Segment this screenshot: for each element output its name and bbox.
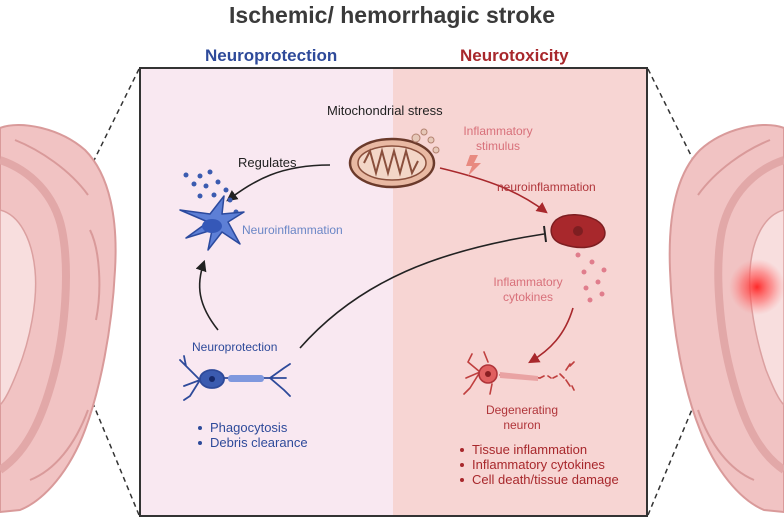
diagram-title: Ischemic/ hemorrhagic stroke <box>229 2 555 28</box>
lightning-icon <box>466 155 481 176</box>
label-neuroprotection: Neuroprotection <box>192 340 278 354</box>
label-neuroinflammation-right: neuroinflammation <box>497 180 596 194</box>
label-inflammatory-cytokines: Inflammatory cytokines <box>493 275 563 304</box>
cytokines-to-neuron-arrow <box>528 307 574 364</box>
microglia-activated-icon <box>179 169 245 251</box>
header-neurotoxicity: Neurotoxicity <box>460 46 569 65</box>
inhibition-line <box>299 233 545 349</box>
neuroinflammation-arrow <box>439 167 548 214</box>
brain-right-icon <box>668 124 784 514</box>
brain-left-icon <box>0 124 117 514</box>
label-mitochondrial-stress: Mitochondrial stress <box>327 103 443 118</box>
lesion-icon <box>729 259 784 315</box>
protection-to-microglia-arrow <box>195 259 219 331</box>
header-neuroprotection: Neuroprotection <box>205 46 338 65</box>
neuron-healthy-icon <box>179 355 291 401</box>
cytokine-dots <box>575 252 607 303</box>
label-neuroinflammation-left: Neuroinflammation <box>242 223 343 237</box>
zoom-dashed-lines <box>39 68 749 516</box>
neuron-degenerating-icon <box>463 351 575 395</box>
label-inflammatory-stimulus: Inflammatory stimulus <box>463 124 533 153</box>
neuroprotection-functions-list: Phagocytosis Debris clearance <box>196 420 308 450</box>
label-regulates: Regulates <box>238 155 297 170</box>
inhibition-bar <box>543 225 547 243</box>
label-degenerating-neuron: Degenerating neuron <box>485 403 559 432</box>
regulates-arrow <box>226 164 331 202</box>
list-item: Inflammatory cytokines <box>460 457 619 472</box>
neurotoxicity-panel <box>393 68 648 517</box>
list-item: Phagocytosis <box>198 420 308 435</box>
list-item: Tissue inflammation <box>460 442 619 457</box>
zoom-frame <box>139 67 648 517</box>
neuroprotection-panel <box>140 68 393 517</box>
list-item: Debris clearance <box>198 435 308 450</box>
neurotoxicity-effects-list: Tissue inflammation Inflammatory cytokin… <box>458 442 619 487</box>
list-item: Cell death/tissue damage <box>460 472 619 487</box>
microglia-damaged-icon <box>550 214 606 249</box>
mitochondria-icon <box>348 128 440 189</box>
